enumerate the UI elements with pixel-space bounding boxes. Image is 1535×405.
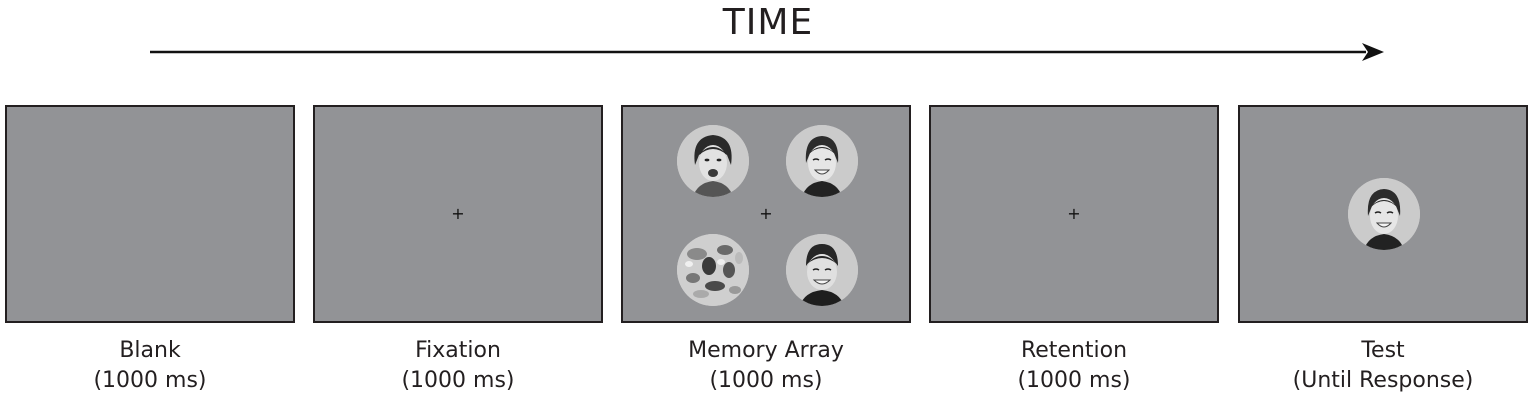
blank-screen: [5, 105, 295, 323]
face-stimulus-top-left: [677, 125, 749, 197]
stage-caption-retention: Retention (1000 ms): [929, 336, 1219, 396]
retention-screen: +: [929, 105, 1219, 323]
test-face-stimulus: [1348, 178, 1420, 250]
stage-caption-blank: Blank (1000 ms): [5, 336, 295, 396]
scrambled-face-stimulus: [677, 234, 749, 306]
stage-name: Blank: [119, 338, 181, 363]
stage-duration: (1000 ms): [709, 368, 823, 393]
fixation-screen: +: [313, 105, 603, 323]
stage-name: Test: [1361, 338, 1405, 363]
stage-duration: (1000 ms): [1017, 368, 1131, 393]
test-screen: [1238, 105, 1528, 323]
stage-name: Memory Array: [688, 338, 844, 363]
fixation-cross: +: [759, 204, 773, 223]
stage-caption-memory-array: Memory Array (1000 ms): [621, 336, 911, 396]
stage-duration: (Until Response): [1292, 368, 1474, 393]
face-stimulus-top-right: [786, 125, 858, 197]
stage-caption-test: Test (Until Response): [1238, 336, 1528, 396]
fixation-cross: +: [1067, 204, 1081, 223]
stage-duration: (1000 ms): [401, 368, 515, 393]
stage-duration: (1000 ms): [93, 368, 207, 393]
time-arrow: [150, 43, 1384, 61]
fixation-cross: +: [451, 204, 465, 223]
time-label: TIME: [722, 2, 814, 43]
stage-caption-fixation: Fixation (1000 ms): [313, 336, 603, 396]
face-stimulus-bottom-right: [786, 234, 858, 306]
memory-array-screen: +: [621, 105, 911, 323]
stage-name: Fixation: [415, 338, 501, 363]
stage-name: Retention: [1020, 338, 1128, 363]
